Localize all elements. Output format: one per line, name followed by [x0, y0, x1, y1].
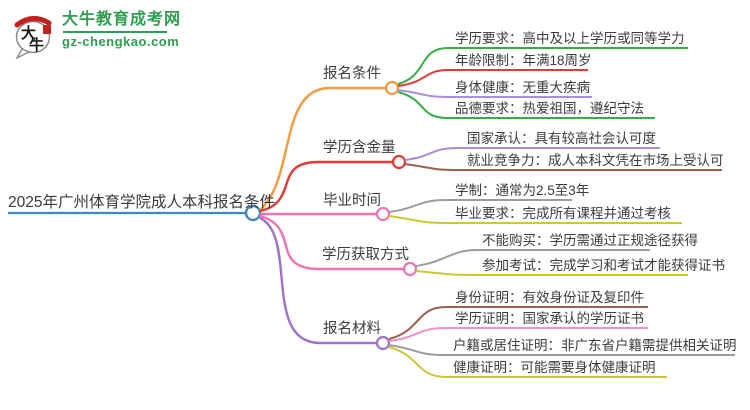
leaf-label: 健康证明：可能需要身体健康证明: [453, 360, 656, 375]
logo-text-block: 大牛教育成考网 gz-chengkao.com: [62, 10, 181, 49]
leaf-label: 户籍或居住证明：非广东省户籍需提供相关证明: [453, 338, 737, 353]
site-logo: 大 牛 大牛教育成考网 gz-chengkao.com: [12, 10, 181, 60]
leaf-line: [397, 47, 688, 85]
branch-label-xueli-hanjinliang: 学历含金量: [323, 140, 396, 156]
leaf-label: 年龄限制：年满18周岁: [455, 53, 592, 68]
leaf-line: [388, 346, 667, 378]
dainiu-bubble-icon: 大 牛: [14, 16, 52, 60]
branch-line: [259, 160, 392, 213]
leaf-line: [388, 306, 648, 340]
leaf-line: [388, 199, 572, 213]
logo-char-2: 牛: [29, 36, 44, 54]
bubble-tail: [15, 48, 31, 60]
leaf-label: 毕业要求：完成所有课程并通过考核: [455, 206, 671, 221]
root-topic-label: 2025年广州体育学院成人本科报名条件: [8, 194, 275, 211]
red-seal: [43, 25, 51, 34]
branch-line: [259, 216, 376, 345]
branch-line: [259, 214, 403, 271]
leaf-label: 学历要求：高中及以上学历或同等学力: [455, 31, 685, 46]
leaf-line: [397, 69, 588, 87]
leaf-label: 身份证明：有效身份证及复印件: [455, 290, 644, 305]
leaf-line: [397, 89, 592, 98]
leaf-label: 参加考试：完成学习和考试才能获得证书: [482, 258, 725, 273]
leaf-label: 就业竞争力：成人本科文凭在市场上受认可: [467, 153, 724, 168]
branch-node-circle: [384, 80, 400, 96]
branch-node-circle: [375, 335, 391, 351]
branch-node-circle: [391, 154, 407, 170]
branch-line: [259, 86, 386, 211]
red-arc: [14, 16, 52, 28]
leaf-line: [397, 91, 655, 119]
leaf-line: [415, 270, 688, 276]
leaf-line: [388, 215, 682, 224]
leaf-label: 国家承认：具有较高社会认可度: [467, 131, 656, 146]
leaf-label: 不能购买：学历需通过正规途径获得: [482, 233, 698, 248]
branch-label-biye-shijian: 毕业时间: [323, 193, 381, 209]
leaf-line: [404, 147, 660, 161]
leaf-label: 身体健康：无重大疾病: [455, 80, 590, 95]
leaf-line: [388, 344, 735, 356]
branch-node-circle: [402, 261, 418, 277]
leaf-line: [388, 327, 648, 342]
leaf-line: [404, 163, 722, 171]
logo-title: 大牛教育成考网: [62, 11, 182, 28]
logo-divider: [63, 31, 167, 33]
branch-label-baoming-cailiao: 报名材料: [323, 321, 381, 337]
leaf-label: 学历证明：国家承认的学历证书: [455, 311, 644, 326]
leaf-line: [415, 249, 650, 267]
leaf-label: 学制：通常为2.5至3年: [455, 183, 590, 198]
branch-label-baoming-tiaojian: 报名条件: [323, 66, 381, 82]
branch-label-xueli-huoqu-fangshi: 学历获取方式: [322, 247, 409, 263]
logo-char-1: 大: [21, 24, 36, 42]
logo-subtitle: gz-chengkao.com: [62, 34, 180, 49]
branch-node-circle: [375, 206, 391, 222]
leaf-label: 品德要求：热爱祖国，遵纪守法: [455, 101, 644, 116]
